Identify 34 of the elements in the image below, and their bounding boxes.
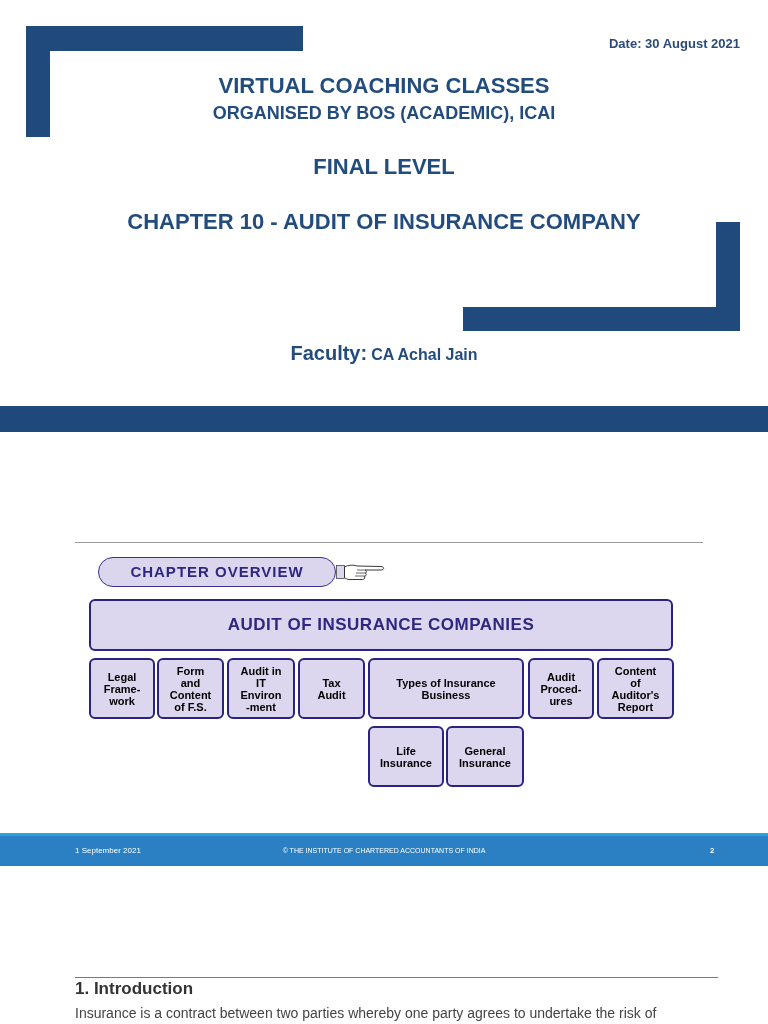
topic-box [368,658,524,719]
chapter-title: CHAPTER 10 - AUDIT OF INSURANCE COMPANY [126,208,642,236]
topic-box [597,658,674,719]
topic-box [528,658,594,719]
section-heading: 1. Introduction [75,978,194,1000]
body-paragraph: Insurance is a contract between two parties whereby one party agrees to undertake the risk of [75,1004,658,1022]
topic-box [157,658,224,719]
faculty-label: Faculty: [290,341,368,366]
page-number: 2 [710,846,715,856]
node-label: Life Insurance [379,744,433,769]
level-heading: FINAL LEVEL [312,153,456,181]
node-label: Audit Proced-ures [539,670,583,707]
slide-title: VIRTUAL COACHING CLASSES [217,72,551,100]
node-label: Legal Frame-work [102,670,142,707]
node-label: Form and Content of F.S. [168,664,213,713]
title-box [89,599,673,651]
topic-box [298,658,365,719]
topic-box [89,658,155,719]
date-text: Date: 30 August 2021 [608,35,740,53]
node-label: AUDIT OF INSURANCE COMPANIES [227,615,535,635]
heading-pill [98,557,336,587]
faculty-name: CA Achal Jain [371,345,478,365]
node-label: Audit in IT Environ -ment [239,664,283,713]
subtopic-box [368,726,444,787]
node-label: CHAPTER OVERVIEW [130,563,304,581]
node-label: General Insurance [458,744,512,769]
divider-band [0,406,768,432]
topic-box [227,658,295,719]
subtopic-box [446,726,524,787]
slide-subtitle: ORGANISED BY BOS (ACADEMIC), ICAI [211,102,557,125]
node-label: Content of Auditor's Report [610,664,661,713]
node-label: Tax Audit [316,676,347,701]
node-label: Types of Insurance Business [395,676,497,701]
footer-date: 1 September 2021 [75,846,141,856]
